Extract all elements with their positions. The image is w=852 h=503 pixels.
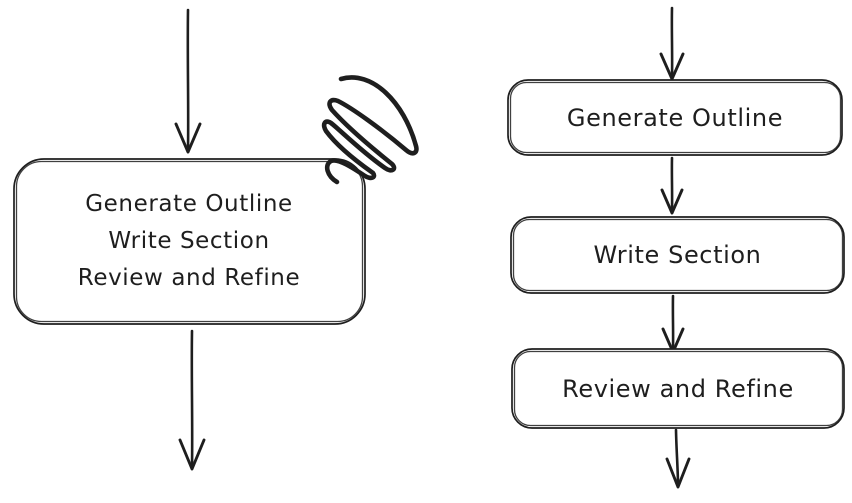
right-arrow-top <box>659 6 685 81</box>
node-box-sketch-line <box>509 81 842 154</box>
left-combined-box <box>13 158 366 325</box>
right-arrow-bottom <box>665 428 691 489</box>
node-label-generate-outline: Generate Outline <box>566 103 784 132</box>
left-arrow-bottom <box>178 329 206 471</box>
scratch-out-scribble-icon <box>321 75 419 185</box>
left-combined-node-label: Generate Outline Write Section Review an… <box>13 158 365 325</box>
arrow-down-icon <box>659 52 685 81</box>
right-box-1 <box>507 79 843 156</box>
node-label-line: Write Section <box>108 228 270 254</box>
arrow-down-icon <box>660 188 684 215</box>
right-arrow-1-2 <box>660 156 684 215</box>
arrow-shaft <box>674 428 680 485</box>
right-box-2 <box>510 216 845 294</box>
right-arrow-2-3 <box>661 294 685 354</box>
node-box <box>511 348 845 429</box>
node-box-sketch-line <box>513 350 844 427</box>
node-label-line: Generate Outline <box>85 191 293 217</box>
left-arrow-top <box>174 8 202 154</box>
arrow-down-icon <box>174 122 202 154</box>
node-label-review-and-refine: Review and Refine <box>562 374 794 403</box>
scribble-stroke <box>321 75 419 185</box>
node-label-write-section: Write Section <box>593 241 762 269</box>
node-box-sketch-line <box>15 160 364 323</box>
arrow-down-icon <box>665 457 691 489</box>
node-box <box>507 79 843 156</box>
arrow-down-icon <box>178 438 206 471</box>
node-box-sketch-line <box>512 218 844 292</box>
node-box <box>13 158 366 325</box>
right-box-3 <box>511 348 845 429</box>
node-box <box>510 216 845 294</box>
node-label-line: Review and Refine <box>77 265 301 291</box>
